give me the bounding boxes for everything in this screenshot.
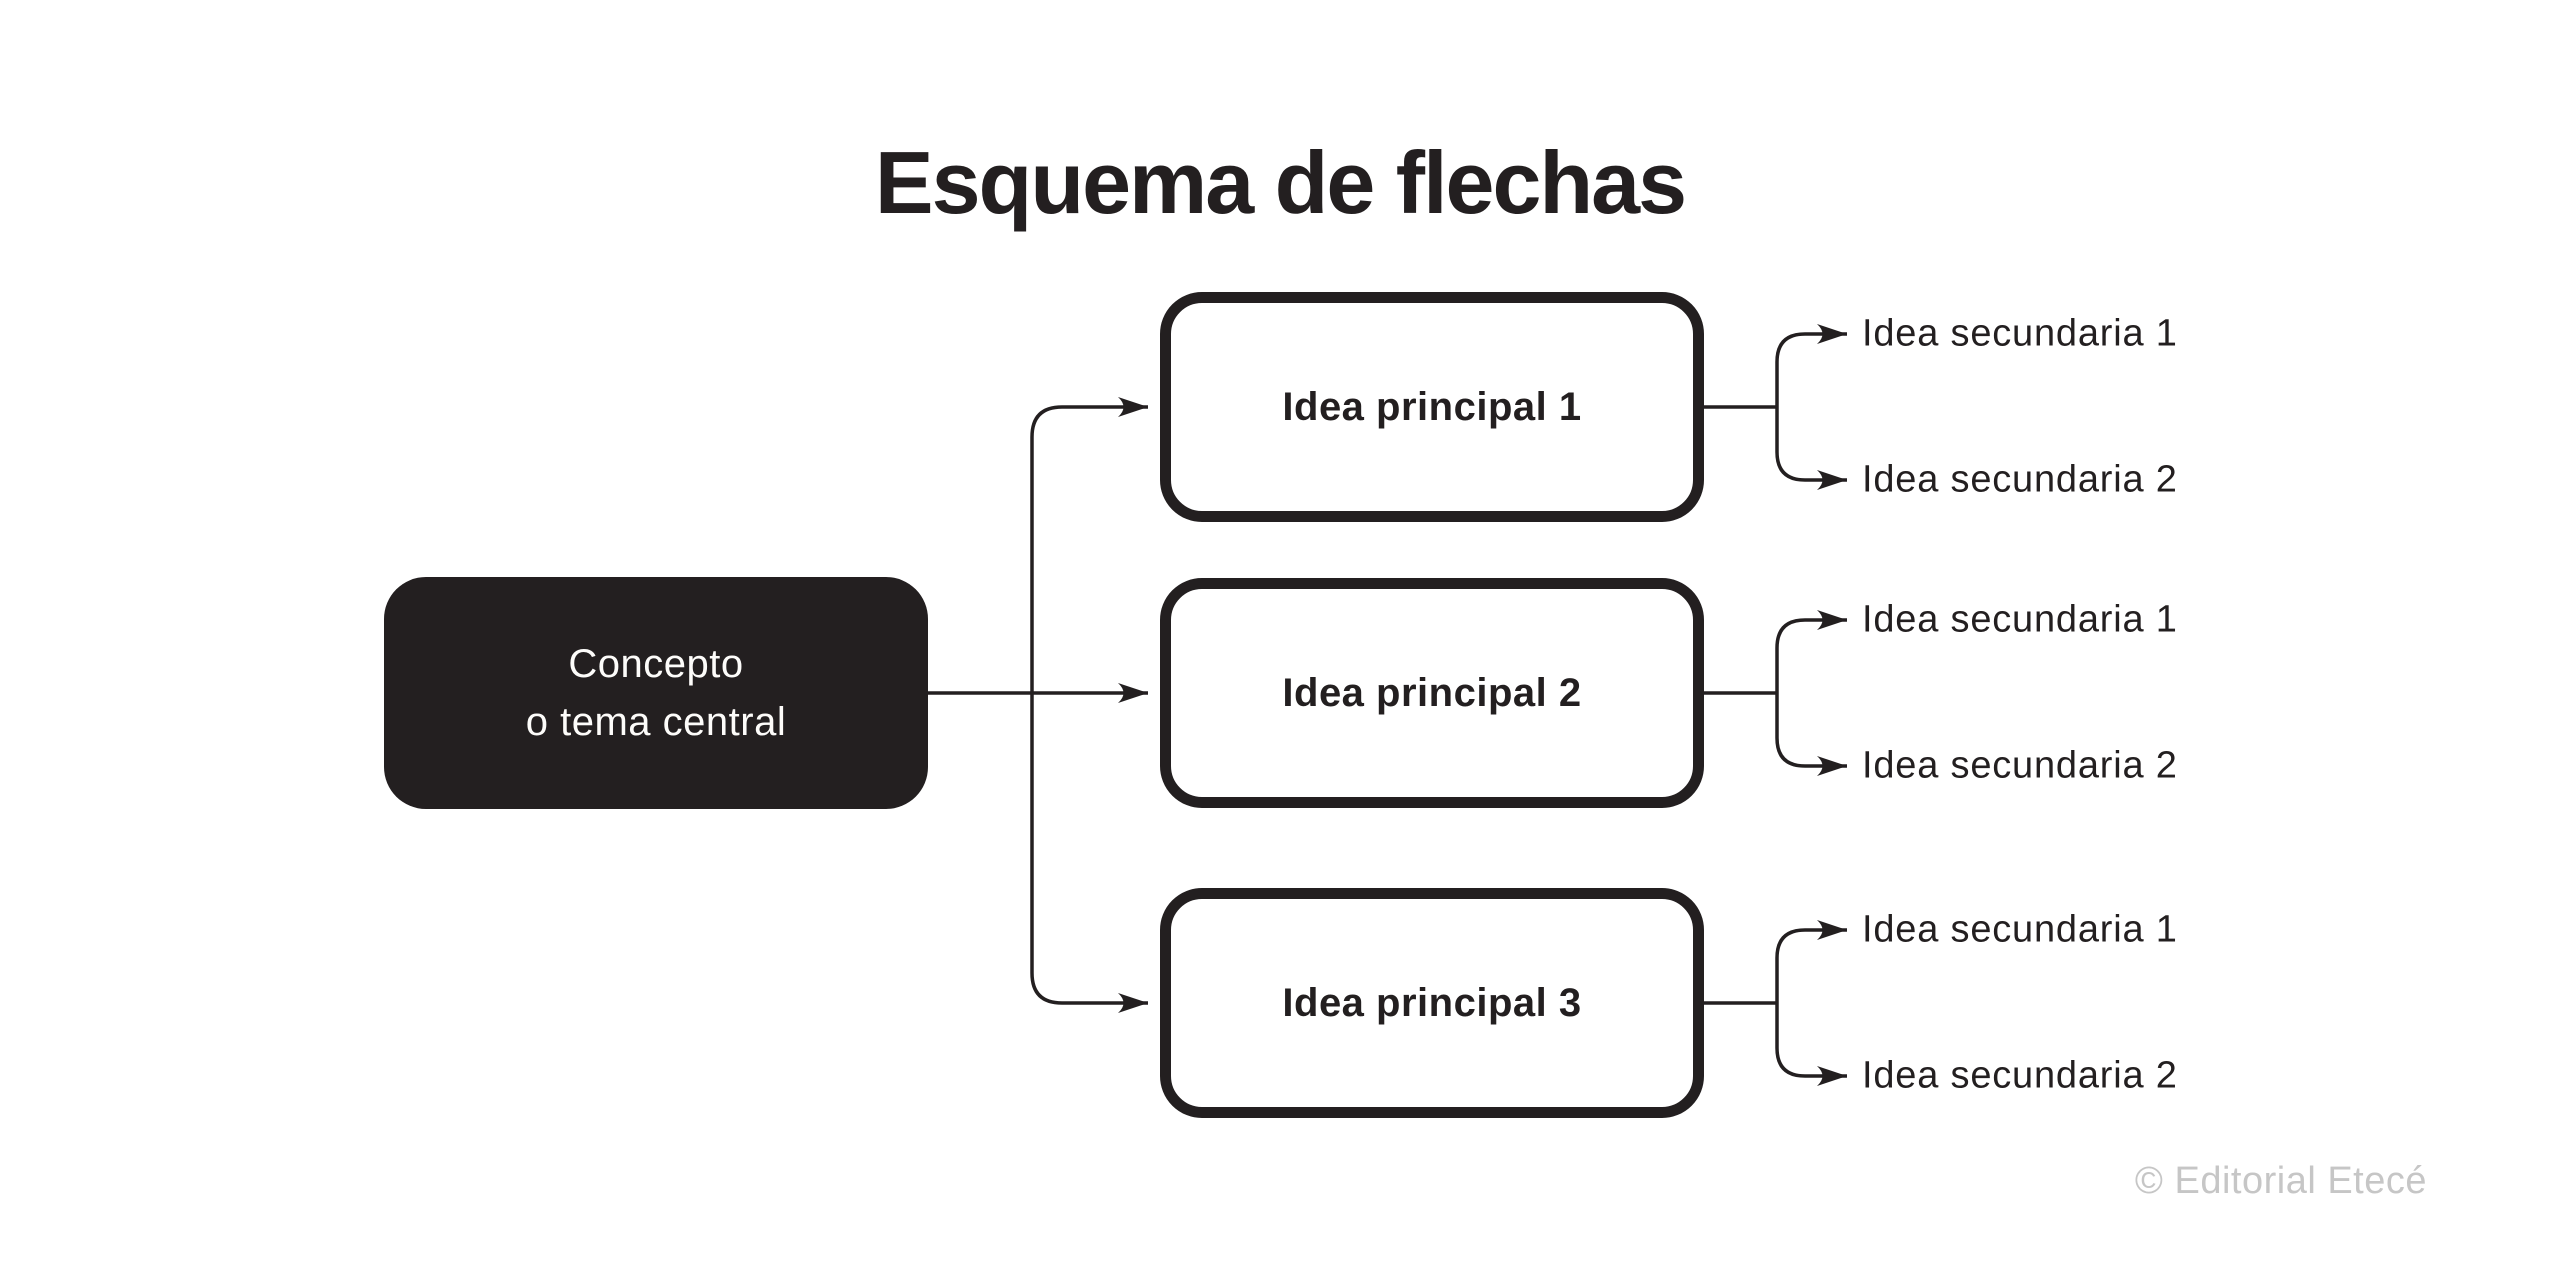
- central-concept-line-1: Concepto: [568, 642, 744, 686]
- central-concept-box: Concepto o tema central: [384, 577, 928, 809]
- main-idea-box-1: Idea principal 1: [1160, 292, 1704, 522]
- main-idea-box-3: Idea principal 3: [1160, 888, 1704, 1118]
- main-idea-box-2: Idea principal 2: [1160, 578, 1704, 808]
- arrow-central-to-main-1-icon: [1030, 397, 1148, 693]
- page-title: Esquema de flechas: [874, 132, 1687, 232]
- secondary-idea-label: Idea secundaria 2: [1862, 744, 2178, 787]
- main-idea-label-2: Idea principal 2: [1282, 670, 1582, 715]
- arrow-main-3-to-secondary-1-icon: [1775, 920, 1847, 1003]
- arrow-main-2-to-secondary-2-icon: [1775, 693, 1847, 776]
- secondary-idea-label: Idea secundaria 2: [1862, 1054, 2178, 1097]
- secondary-idea-label: Idea secundaria 1: [1862, 908, 2178, 951]
- secondary-idea-label: Idea secundaria 1: [1862, 598, 2178, 641]
- arrow-main-3-to-secondary-2-icon: [1775, 1003, 1847, 1086]
- secondary-idea-label: Idea secundaria 2: [1862, 458, 2178, 501]
- copyright-notice: © Editorial Etecé: [2134, 1160, 2427, 1202]
- arrow-main-2-to-secondary-1-icon: [1775, 610, 1847, 693]
- main-idea-label-1: Idea principal 1: [1282, 384, 1582, 429]
- main-idea-label-3: Idea principal 3: [1282, 980, 1582, 1025]
- central-concept-line-2: o tema central: [525, 700, 787, 744]
- arrow-main-1-to-secondary-1-icon: [1775, 324, 1847, 407]
- arrow-main-1-to-secondary-2-icon: [1775, 407, 1847, 490]
- arrow-central-to-main-3-icon: [1030, 693, 1148, 1013]
- secondary-idea-label: Idea secundaria 1: [1862, 312, 2178, 355]
